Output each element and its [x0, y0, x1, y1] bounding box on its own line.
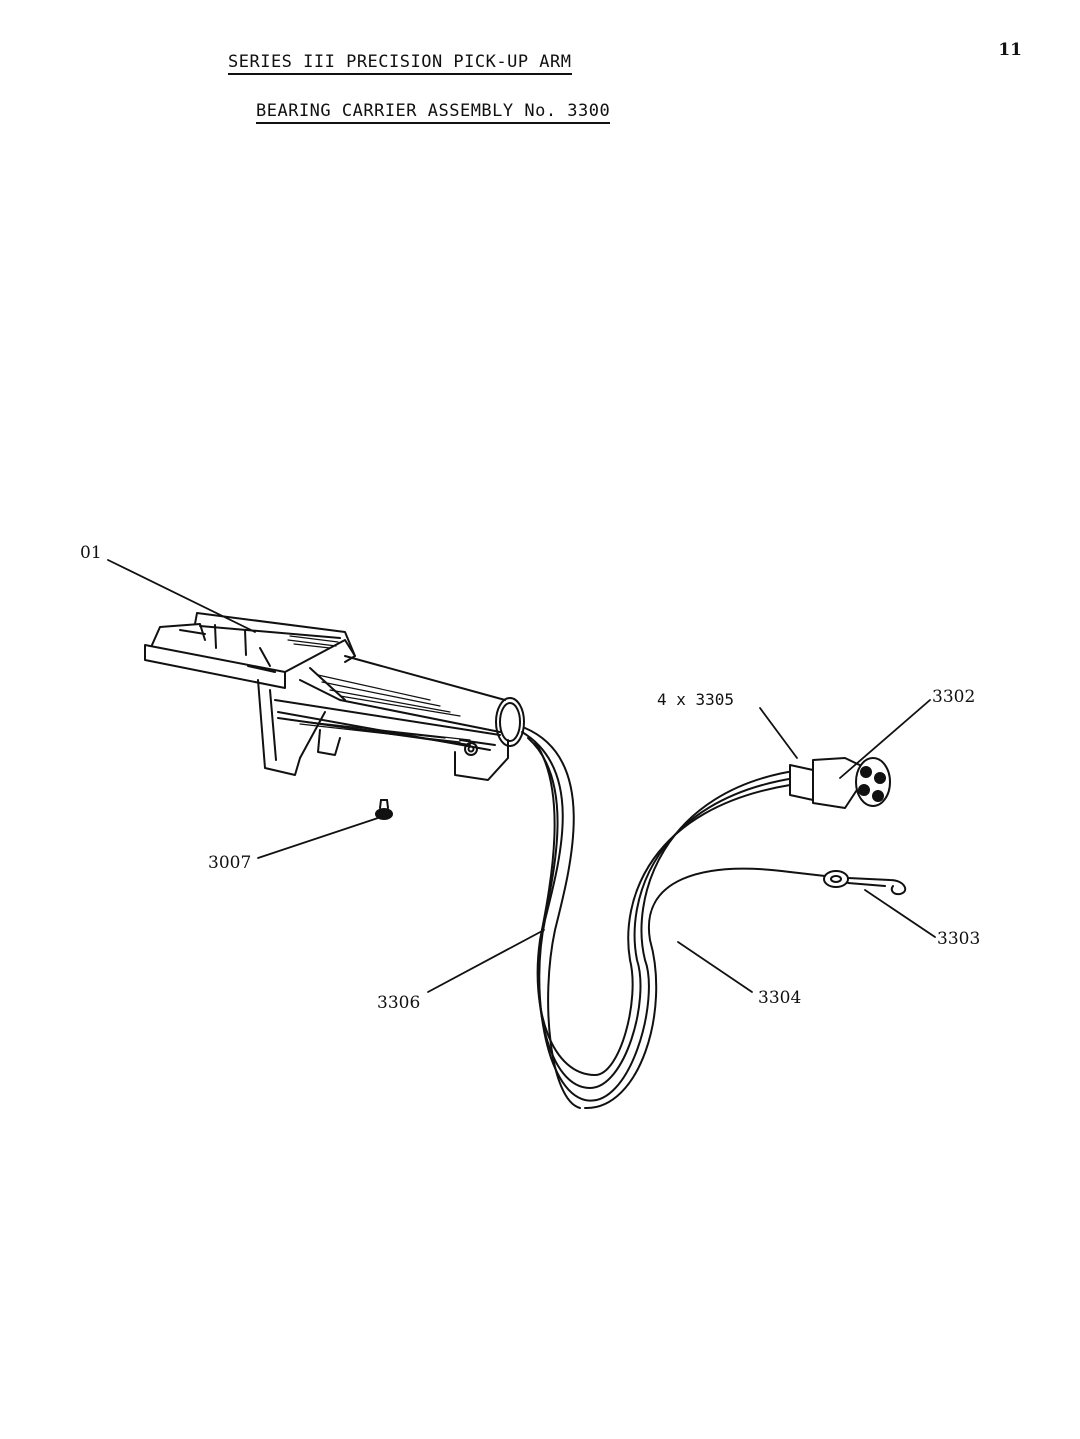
callout-3301: 01: [80, 543, 102, 563]
callout-3007: 3007: [208, 853, 251, 873]
callout-3305: 4 x 3305: [657, 690, 734, 709]
screw-3007-icon: [375, 799, 393, 820]
callout-3306: 3306: [377, 993, 420, 1013]
assembly-subtitle: BEARING CARRIER ASSEMBLY No. 3300: [256, 101, 611, 124]
earth-tag-3303-icon: [823, 870, 907, 896]
page-title: SERIES III PRECISION PICK-UP ARM: [228, 52, 572, 75]
callout-3303: 3303: [937, 929, 980, 949]
bearing-carrier-body: [144, 612, 525, 781]
callout-3302: 3302: [932, 687, 975, 707]
page-number: 11: [998, 40, 1022, 60]
callout-3304: 3304: [758, 988, 801, 1008]
wiring-harness: [521, 727, 826, 1110]
leader-lines: [107, 559, 936, 993]
connector-3302-icon: [789, 757, 891, 809]
